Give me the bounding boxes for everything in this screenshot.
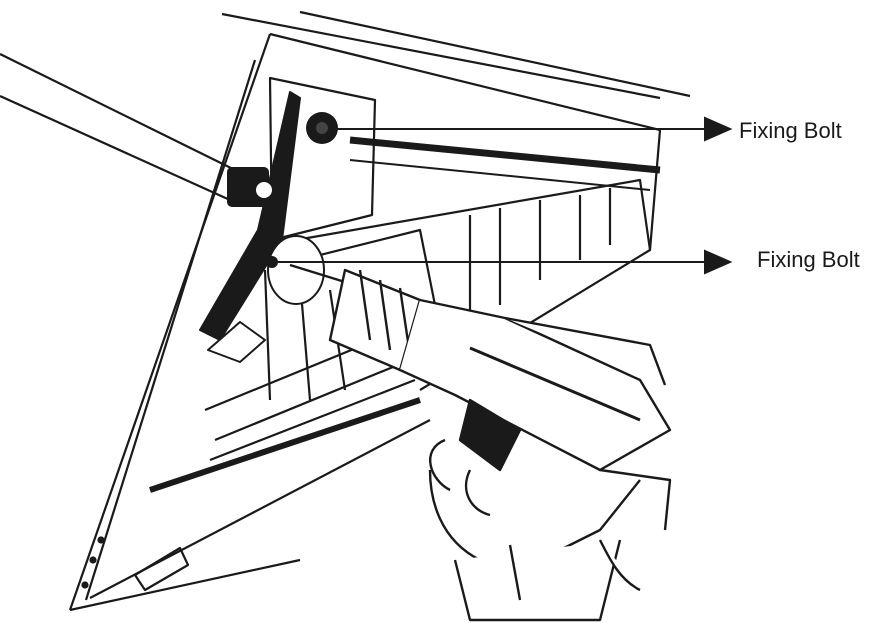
appliance-body xyxy=(0,10,691,612)
fixing-bolt-middle xyxy=(266,256,278,268)
fixing-bolt-label-middle: Fixing Bolt xyxy=(757,247,860,272)
arrowhead-mid xyxy=(704,249,733,275)
fixing-bolt-top xyxy=(306,112,338,144)
fixing-bolt-label-top: Fixing Bolt xyxy=(739,118,842,143)
bracket-arm xyxy=(199,91,325,363)
callout-arrows xyxy=(278,116,733,275)
power-drill xyxy=(289,263,672,622)
arrowhead-top xyxy=(704,116,733,142)
